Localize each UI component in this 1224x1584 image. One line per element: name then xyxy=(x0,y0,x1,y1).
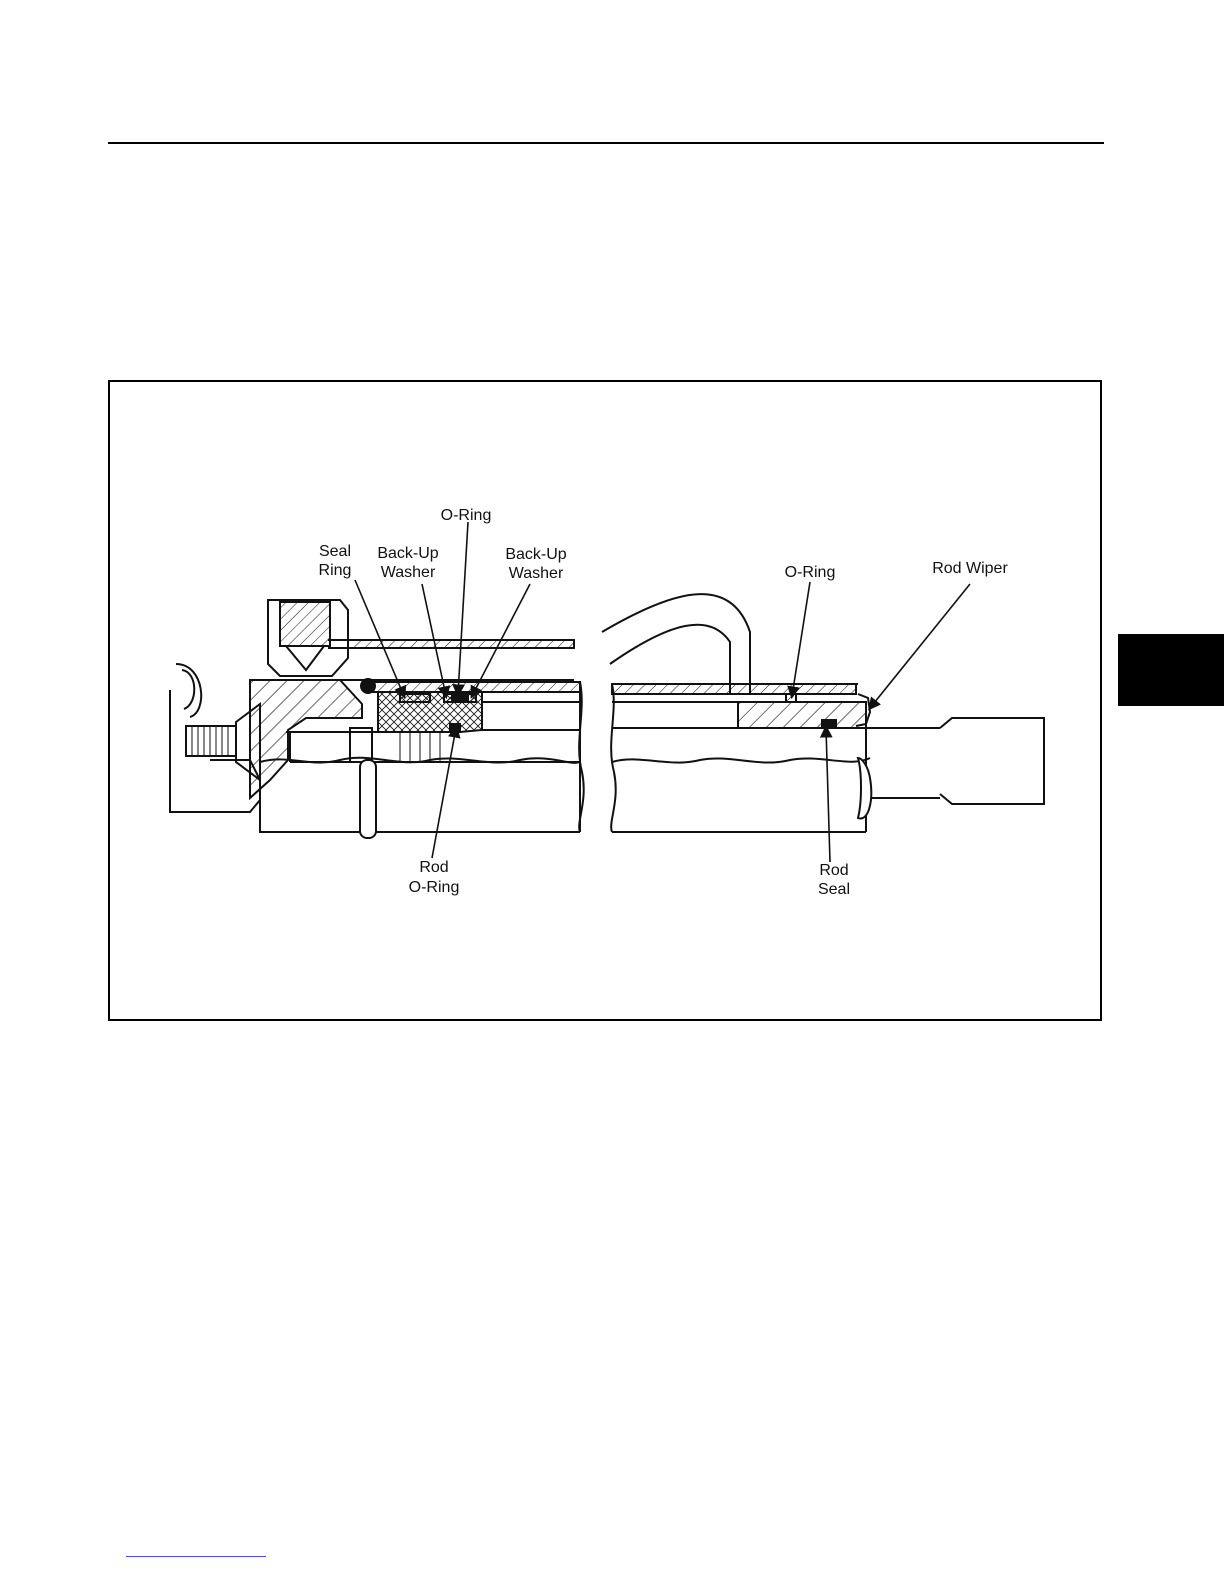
label-backup-washer-right-2: Washer xyxy=(509,565,564,582)
figure-frame: O-Ring Seal Ring Back-Up Washer Back-Up … xyxy=(108,380,1102,1021)
label-seal-ring-2: Ring xyxy=(319,562,352,579)
label-seal-ring-1: Seal xyxy=(319,543,351,560)
label-backup-washer-right-1: Back-Up xyxy=(505,546,566,563)
label-rod-seal-1: Rod xyxy=(819,862,848,879)
section-tab xyxy=(1118,634,1224,706)
label-o-ring-right: O-Ring xyxy=(785,564,836,581)
label-rod-oring-2: O-Ring xyxy=(409,879,460,896)
cylinder-cross-section-diagram: O-Ring Seal Ring Back-Up Washer Back-Up … xyxy=(110,382,1104,1023)
header-rule xyxy=(108,142,1104,144)
label-rod-wiper: Rod Wiper xyxy=(932,560,1008,577)
footer-rule xyxy=(126,1556,266,1557)
label-backup-washer-left-2: Washer xyxy=(381,564,436,581)
left-assembly xyxy=(170,600,584,838)
label-backup-washer-left-1: Back-Up xyxy=(377,545,438,562)
label-rod-oring-1: Rod xyxy=(419,859,448,876)
label-rod-seal-2: Seal xyxy=(818,881,850,898)
right-assembly xyxy=(602,594,1044,832)
label-o-ring-top: O-Ring xyxy=(441,507,492,524)
